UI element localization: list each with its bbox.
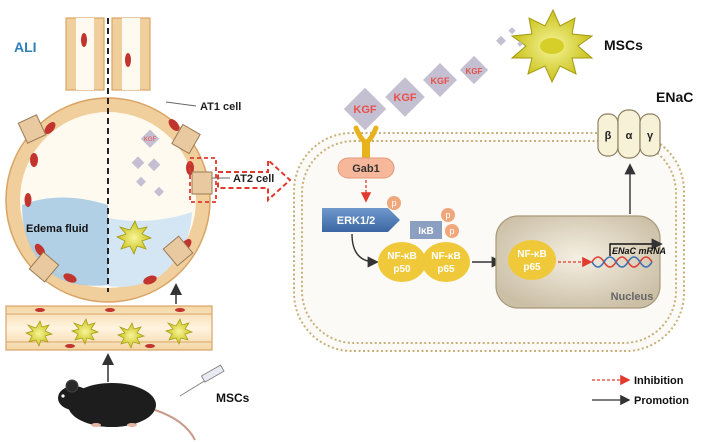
erk-node bbox=[322, 208, 400, 232]
msc-cell-icon bbox=[115, 220, 153, 255]
kgf-small-label: KGF bbox=[144, 137, 157, 143]
erk-label: ERK1/2 bbox=[337, 215, 376, 227]
syringe-icon bbox=[179, 364, 225, 397]
nfkb-label-1: NF-κB bbox=[387, 251, 416, 262]
ikb-phospho-icon-1 bbox=[441, 208, 455, 222]
p65-label-2: p65 bbox=[523, 262, 541, 273]
alveolus: KGF bbox=[5, 17, 230, 303]
at2-cell-label: AT2 cell bbox=[233, 173, 274, 185]
kgf-label-3: KGF bbox=[393, 92, 417, 104]
at1-cell-label: AT1 cell bbox=[200, 101, 241, 113]
kgf-label-1: KGF bbox=[466, 67, 483, 76]
enac-gamma-label: γ bbox=[647, 130, 654, 142]
enac-mrna-label: ENaC mRNA bbox=[612, 246, 666, 256]
legend: Inhibition Promotion bbox=[592, 374, 689, 407]
ikb-phospho-label-1: p bbox=[445, 210, 450, 220]
enac-alpha-label: α bbox=[626, 130, 633, 142]
legend-inhibition-label: Inhibition bbox=[634, 375, 684, 387]
gab1-label: Gab1 bbox=[352, 163, 380, 175]
enac-label: ENaC bbox=[656, 89, 693, 105]
erk-phospho-icon bbox=[387, 196, 401, 210]
ikb-phospho-label-2: p bbox=[449, 226, 454, 236]
enac-beta-label: β bbox=[605, 130, 612, 142]
mscs-top-label: MSCs bbox=[604, 37, 643, 53]
blood-vessel bbox=[5, 305, 213, 351]
kgf-label-receptor: KGF bbox=[353, 104, 377, 116]
kgf-label-2: KGF bbox=[431, 76, 451, 86]
nfkb-p65-node bbox=[422, 242, 470, 282]
edema-fluid-label: Edema fluid bbox=[26, 223, 88, 235]
dna-helix-icon bbox=[591, 256, 653, 268]
transcription-arrow bbox=[609, 238, 663, 256]
kgf-receptor bbox=[353, 125, 379, 158]
zoom-arrow bbox=[217, 157, 292, 203]
erk-phospho-label: p bbox=[391, 198, 396, 208]
ikb-node bbox=[410, 221, 442, 239]
nfkb-label-2: NF-κB bbox=[431, 251, 460, 262]
nfkb-p65-nuclear-node bbox=[508, 240, 556, 280]
mscs-bottom-label: MSCs bbox=[216, 391, 250, 405]
gab1-node bbox=[337, 157, 395, 179]
erk-to-nfkb-arrow bbox=[351, 233, 379, 268]
legend-promotion-label: Promotion bbox=[634, 395, 689, 407]
mouse-icon bbox=[58, 379, 196, 441]
ikb-label: IκB bbox=[418, 226, 434, 237]
p65-label-1: p65 bbox=[437, 264, 455, 275]
nfkb-label-3: NF-κB bbox=[517, 249, 546, 260]
enac-channel bbox=[597, 109, 661, 159]
nucleus-label: Nucleus bbox=[611, 291, 654, 303]
p50-label: p50 bbox=[393, 264, 411, 275]
nfkb-p50-node bbox=[378, 242, 426, 282]
ali-label: ALI bbox=[14, 39, 37, 55]
ikb-phospho-icon-2 bbox=[445, 224, 459, 238]
